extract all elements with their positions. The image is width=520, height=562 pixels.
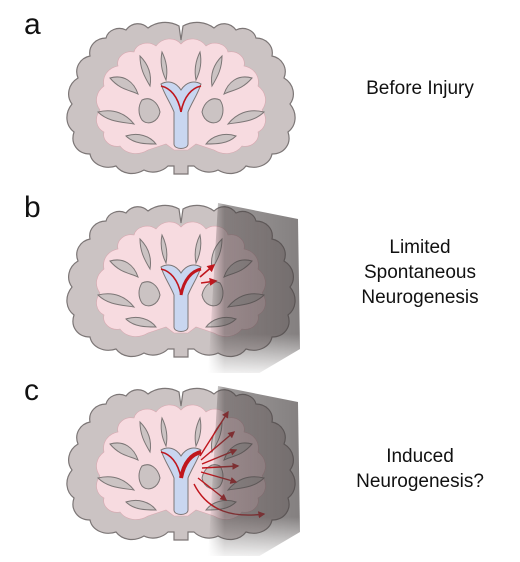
panel-c: c Induced Neurogenesis? <box>0 376 520 562</box>
caption: Before Injury <box>325 76 515 101</box>
panel-letter: c <box>24 376 39 406</box>
caption: Limited Spontaneous Neurogenesis <box>325 235 515 310</box>
injury-region <box>208 203 300 373</box>
caption-line: Spontaneous <box>325 260 515 285</box>
caption-line: Induced <box>325 444 515 469</box>
panel-a: a Before Injury <box>0 10 520 196</box>
caption-line: Neurogenesis? <box>325 469 515 494</box>
injury-region <box>208 386 300 556</box>
brain-section-diagram <box>38 10 338 190</box>
caption-line: Before Injury <box>325 76 515 101</box>
brain-section-diagram <box>38 376 338 556</box>
brain-section-diagram <box>38 193 338 373</box>
caption: Induced Neurogenesis? <box>325 444 515 494</box>
panel-b: b Limited Spontaneous Neurogenesis <box>0 193 520 379</box>
caption-line: Limited <box>325 235 515 260</box>
caption-line: Neurogenesis <box>325 285 515 310</box>
